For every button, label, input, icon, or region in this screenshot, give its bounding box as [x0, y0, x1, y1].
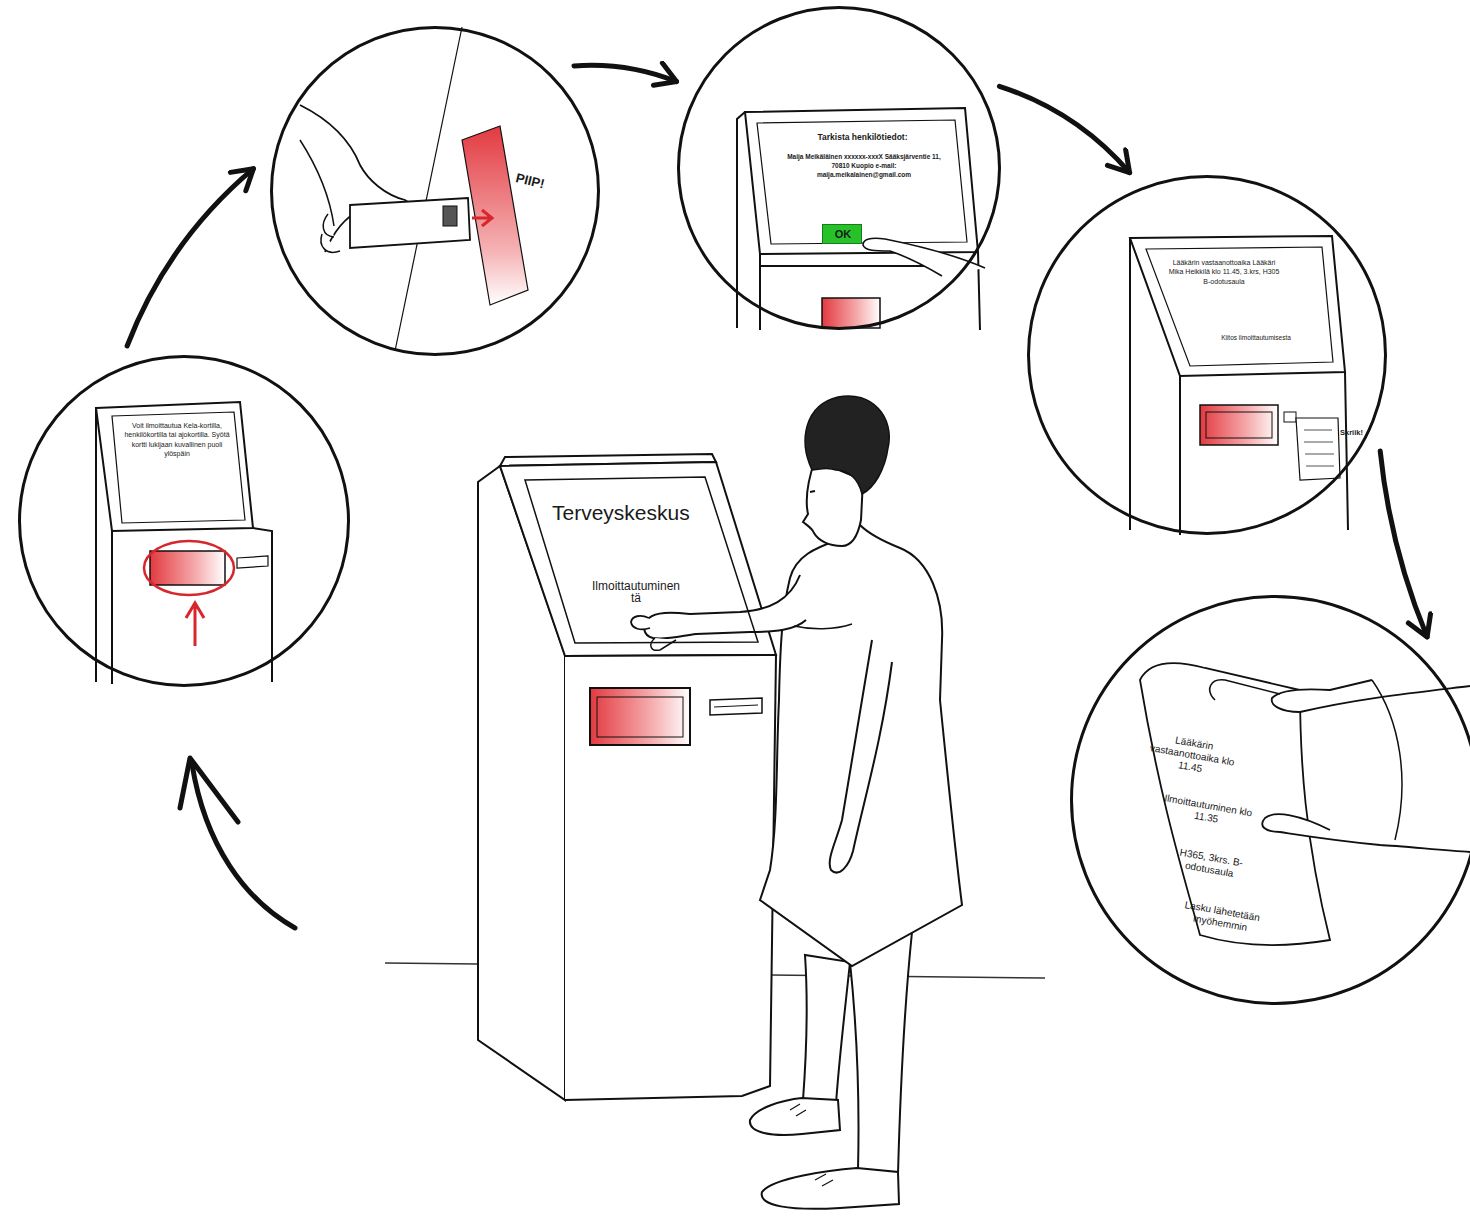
shoe-lace: [790, 1104, 806, 1116]
mini-kiosk-screen: [757, 120, 967, 244]
card-reader-inner: [1206, 412, 1272, 438]
sound-effect: Skriik!: [1340, 428, 1376, 437]
circle-outline: [20, 357, 349, 686]
person-arm: [830, 640, 892, 873]
card-reader: [590, 688, 690, 745]
receipt-text: H365, 3krs. B-odotusaula: [1168, 845, 1253, 883]
receipt: [1296, 418, 1340, 480]
receipt-lines: [1304, 430, 1334, 466]
step-circle: Lääkärin vastaanottoaika klo 11.45Ilmoit…: [1070, 595, 1470, 1005]
sound-effect: PIIP!: [514, 170, 580, 201]
ok-button: OK: [822, 224, 862, 244]
receipt-slot: [1284, 412, 1296, 422]
card-reader: [150, 551, 225, 585]
mini-kiosk-body: [737, 112, 980, 330]
step-circle: PIIP!: [270, 26, 600, 356]
mini-kiosk-bezel: [1130, 236, 1345, 376]
flow-arrow: [1380, 451, 1427, 637]
receipt-text: Lääkärin vastaanottoaika klo 11.45: [1146, 730, 1239, 781]
step-circle: Voit ilmoittautua Kela-kortilla, henkilö…: [18, 355, 350, 687]
mini-kiosk-bezel: [745, 108, 978, 254]
highlight-arrow: [186, 603, 204, 646]
wall-edge: [395, 27, 462, 351]
mini-kiosk-body: [96, 408, 272, 684]
node-outline: [18, 355, 350, 687]
person-hair: [805, 396, 889, 494]
touch-button-label: Ilmoittautuminen tä: [590, 580, 682, 604]
floor-line: [385, 963, 478, 964]
person-finger: [631, 616, 650, 629]
card-reader: [822, 298, 880, 328]
insert-arrow: [472, 210, 492, 226]
highlight-ring: [144, 541, 234, 595]
screen-text: Maija Meikäläinen xxxxxx-xxxX Sääksjärve…: [785, 152, 943, 179]
hand-finger: [1262, 814, 1470, 852]
node-outline: [1027, 175, 1387, 535]
node-outline: [270, 26, 600, 356]
button-label: OK: [823, 228, 863, 241]
circle-outline: [679, 8, 1000, 329]
mini-kiosk-screen: [112, 412, 245, 523]
receipt-slot: [237, 556, 268, 568]
sleeve-line: [794, 624, 852, 629]
pointing-hand: [863, 238, 985, 276]
screen-text: Kiitos ilmoittautumisesta: [1196, 334, 1316, 342]
hand-finger: [1272, 680, 1470, 712]
receipt-text: Lasku lähetetään myöhemmin: [1176, 898, 1267, 937]
hand-thumb: [1210, 680, 1280, 700]
person-leg: [850, 932, 912, 1174]
screen-title: Terveyskeskus: [552, 500, 722, 525]
screen-text: Lääkärin vastaanottoaika Lääkäri Mika He…: [1165, 258, 1283, 286]
circle-outline: [272, 28, 599, 355]
hand-line: [300, 140, 334, 226]
screen-heading: Tarkista henkilötiedot:: [770, 132, 955, 142]
person-shoe: [762, 1168, 899, 1209]
person-finger: [651, 638, 676, 650]
kiosk-front: [565, 655, 776, 1100]
cycle-arrow-head: [180, 758, 238, 822]
receipt-slot-line: [714, 705, 758, 707]
screen-outline: [525, 477, 758, 643]
mini-kiosk-bezel: [96, 402, 253, 531]
mini-kiosk-screen: [1146, 247, 1333, 366]
card-chip: [443, 206, 457, 226]
node-outline: [1070, 595, 1470, 1005]
screen-text: Voit ilmoittautua Kela-kortilla, henkilö…: [118, 421, 236, 459]
circle-outline: [1072, 597, 1470, 1004]
receipt-slot: [710, 698, 762, 715]
flow-arrow: [999, 86, 1129, 172]
card-reader: [1200, 405, 1278, 445]
circle-outline: [1029, 177, 1386, 534]
step-circle: Lääkärin vastaanottoaika Lääkäri Mika He…: [1027, 175, 1387, 535]
flow-arrow: [574, 65, 677, 81]
card-reader-inner: [597, 697, 683, 737]
person-leg: [803, 955, 850, 1104]
cycle-arrow: [192, 764, 295, 928]
id-card: [350, 198, 470, 248]
card-slot: [462, 126, 528, 305]
mini-kiosk-body: [1130, 238, 1348, 535]
person-shoe: [750, 1098, 840, 1135]
receipt-text: Ilmoittautuminen klo 11.35: [1160, 792, 1255, 832]
kiosk-screen: TerveyskeskusIlmoittautuminen tä: [520, 474, 765, 649]
person-eye: [810, 491, 815, 492]
finger: [321, 214, 340, 252]
step-circle: Tarkista henkilötiedot: Maija Meikäläinen…: [677, 6, 1001, 330]
hand-palm: [1372, 680, 1402, 840]
node-outline: [520, 474, 765, 649]
shoe-lace: [815, 1174, 833, 1186]
flow-arrow: [127, 169, 253, 346]
